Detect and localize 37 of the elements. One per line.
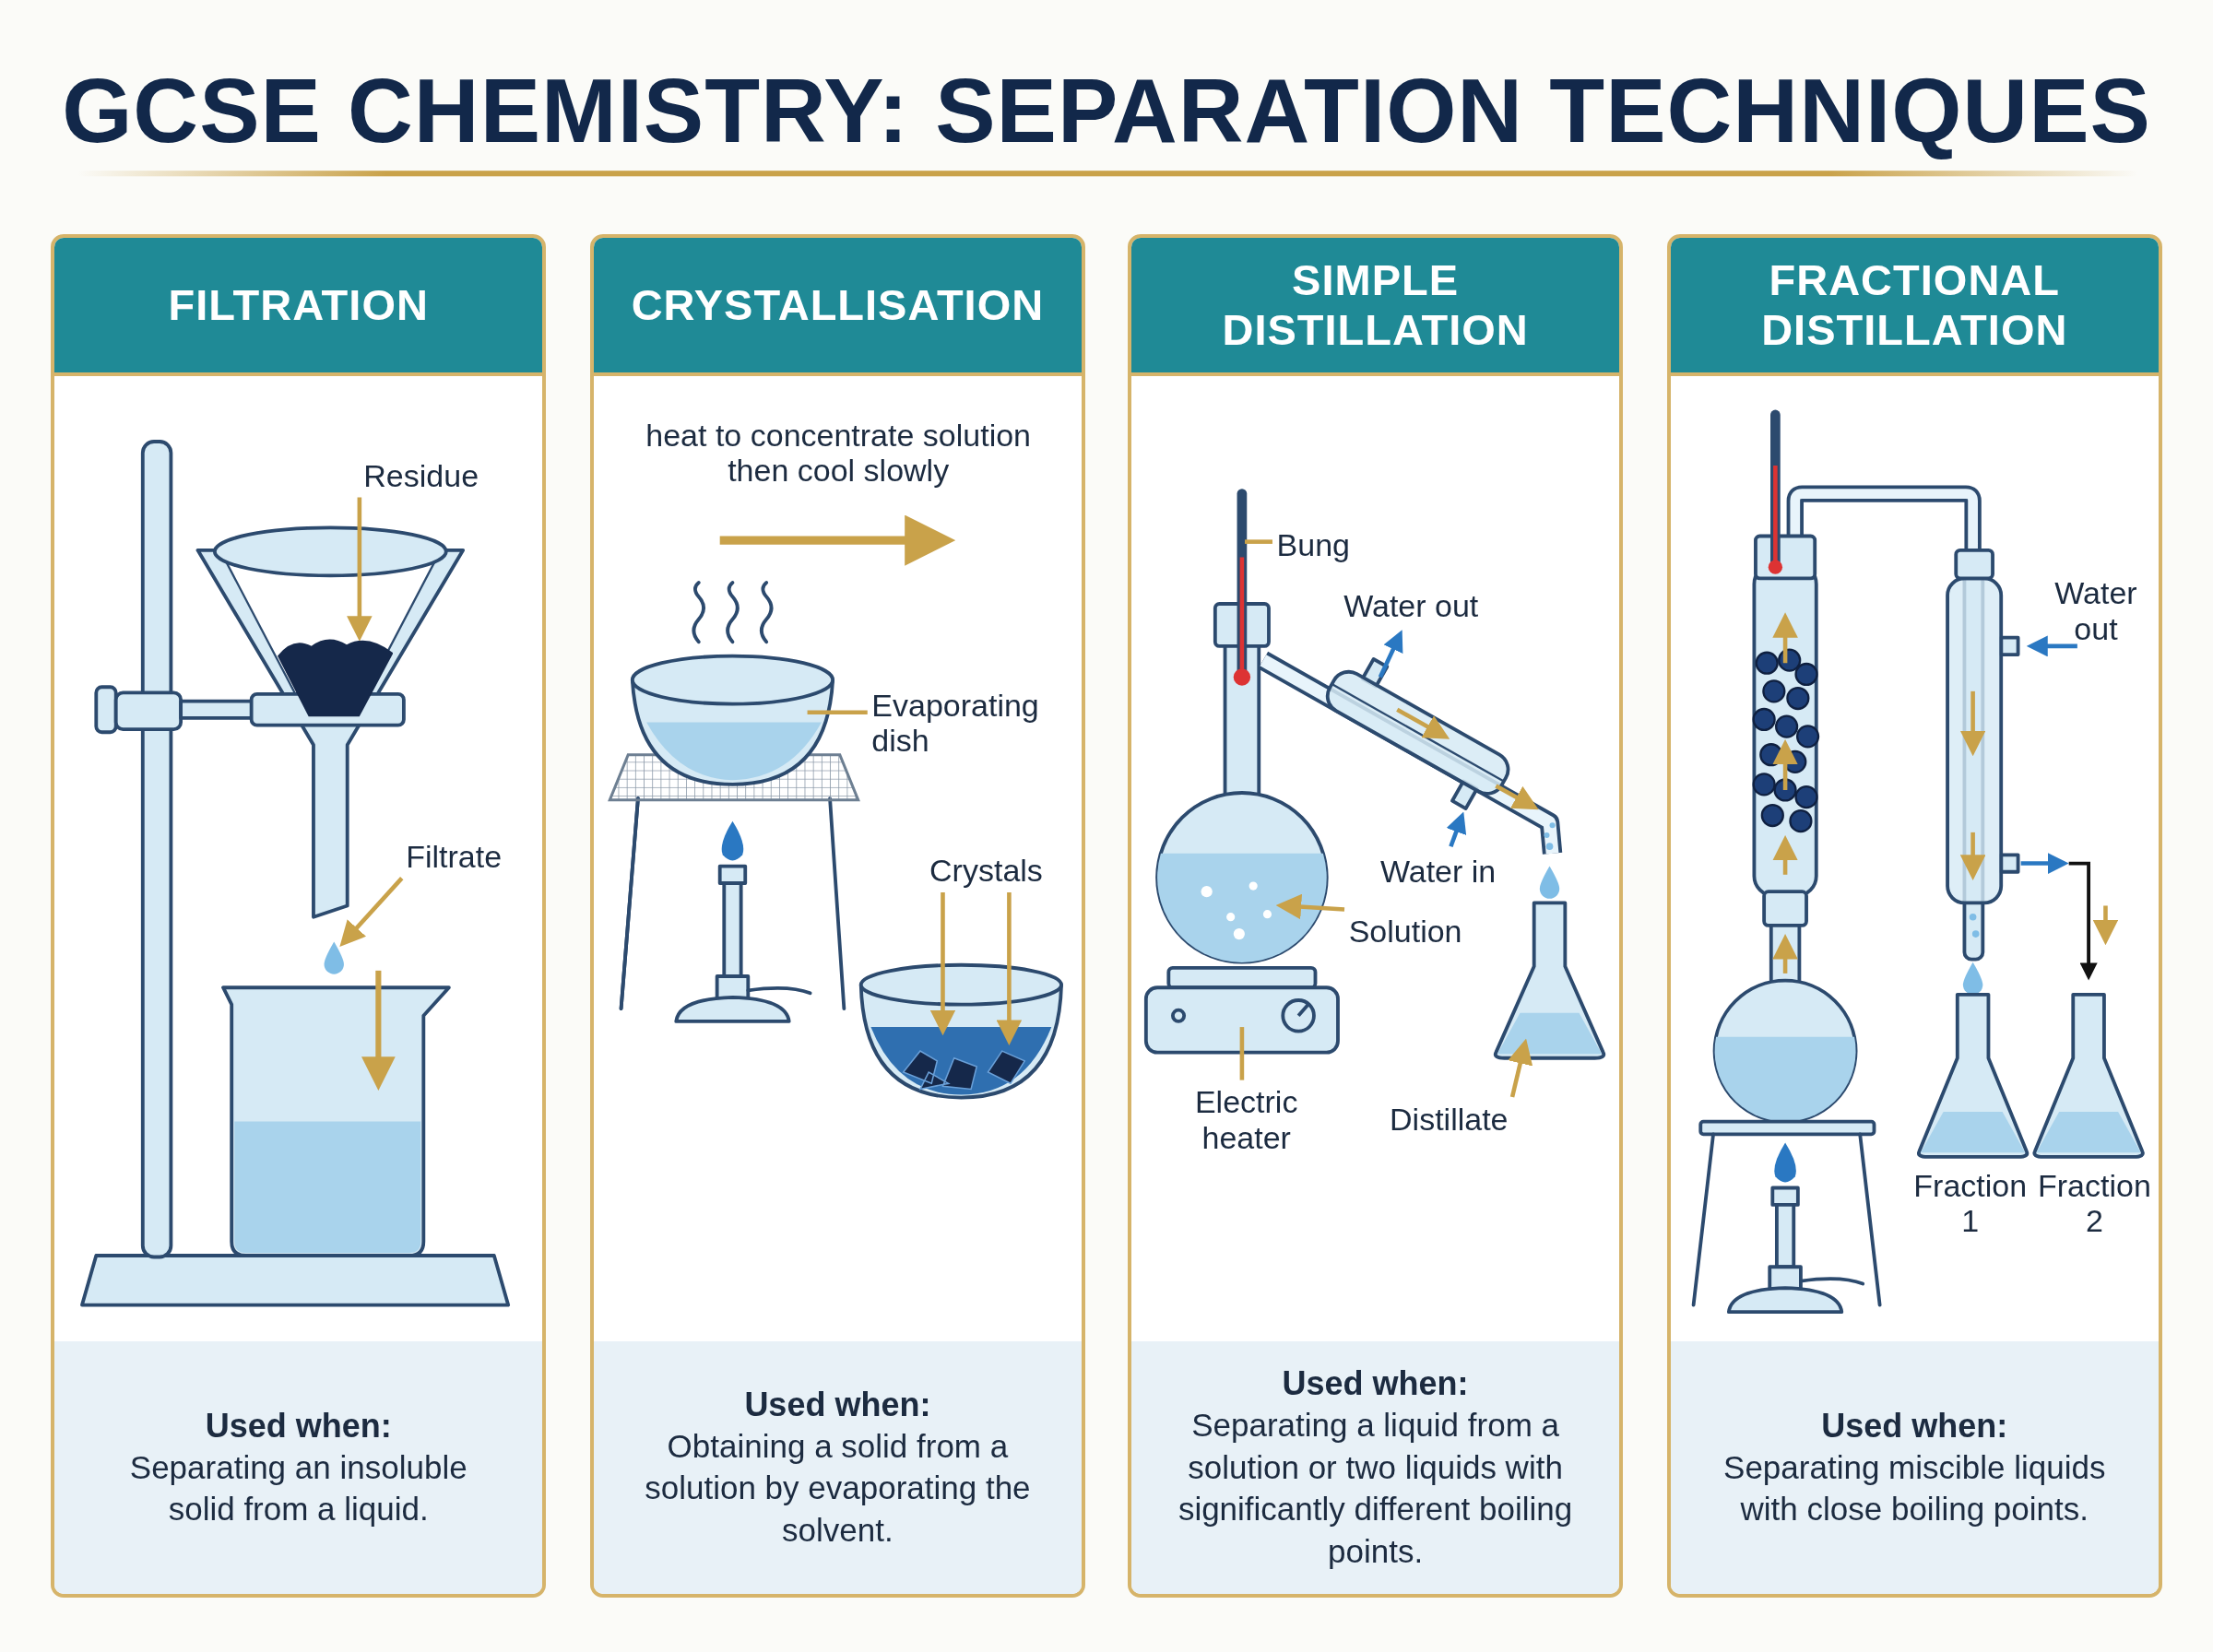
- info-text: Obtaining a solid from a solution by evaporating the solvent.: [644, 1426, 1032, 1550]
- info-heading: Used when:: [1821, 1405, 2008, 1446]
- leader-line: [1244, 539, 1272, 544]
- panel-header: FRACTIONAL DISTILLATION: [1670, 238, 2159, 377]
- leader-line: [807, 710, 868, 715]
- info-heading: Used when:: [744, 1384, 931, 1425]
- part-label: Fraction 2: [2037, 1168, 2152, 1239]
- part-label: Filtrate: [406, 839, 503, 875]
- leader-line: [1239, 1027, 1245, 1080]
- panel-header: SIMPLE DISTILLATION: [1130, 238, 1620, 377]
- leader-arrow: [1508, 1038, 1533, 1098]
- info-heading: Used when:: [1282, 1363, 1469, 1405]
- info-text: Separating a liquid from a solution or two liquids with significantly different boiling points.: [1177, 1406, 1574, 1571]
- leader-arrow: [996, 891, 1023, 1045]
- part-label: Water out: [2053, 575, 2138, 646]
- part-label: heat to concentrate solution then cool slowly: [645, 418, 1033, 489]
- part-label: Crystals: [929, 853, 1043, 889]
- info-text: Separating miscible liquids with close boiling points.: [1722, 1447, 2107, 1529]
- part-label: Evaporating dish: [871, 688, 1081, 759]
- part-label: Solution: [1348, 914, 1462, 950]
- part-label: Water in: [1379, 854, 1497, 890]
- part-label: Distillate: [1390, 1101, 1509, 1137]
- leader-arrow: [339, 877, 404, 947]
- info-heading: Used when:: [205, 1405, 392, 1446]
- part-label: Residue: [363, 457, 479, 493]
- info-text: Separating an insoluble solid from a liquid.: [128, 1447, 468, 1529]
- technique-panel: [589, 234, 1085, 1598]
- part-label: Electric heater: [1172, 1084, 1321, 1155]
- leader-arrow: [929, 891, 956, 1036]
- part-label: Fraction 1: [1912, 1168, 2029, 1239]
- part-label: Bung: [1276, 526, 1350, 562]
- page-title: GCSE CHEMISTRY: SEPARATION TECHNIQUES: [61, 59, 2152, 163]
- droplet-icon: [322, 940, 346, 976]
- panel-header: FILTRATION: [54, 238, 543, 377]
- part-label: Water out: [1343, 588, 1480, 624]
- leader-arrow: [347, 497, 373, 642]
- panel-header: CRYSTALLISATION: [593, 238, 1082, 377]
